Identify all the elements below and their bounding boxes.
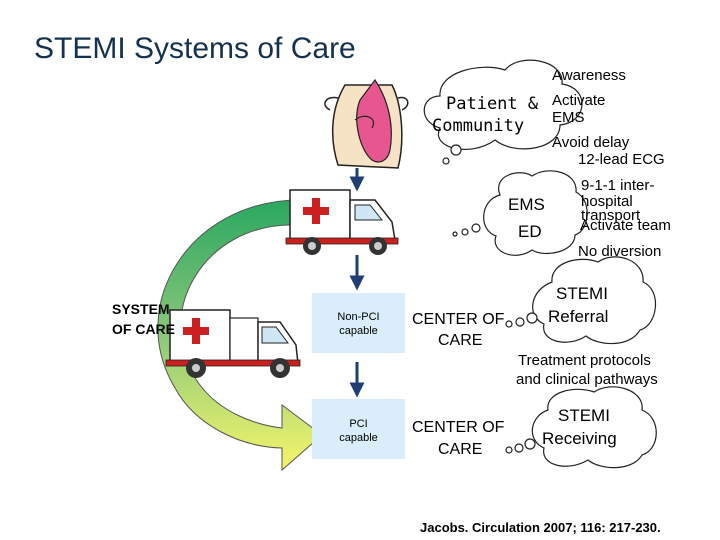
- awareness-label: Awareness: [552, 67, 626, 84]
- ems-label: EMS: [552, 109, 585, 126]
- capable-label: capable: [339, 432, 378, 445]
- activate-label: Activate: [552, 92, 606, 109]
- activate-team-label: Activate team: [580, 217, 671, 234]
- thought-bubble-patient: [423, 59, 583, 165]
- ed-node-label: ED: [518, 222, 542, 241]
- treatment-protocols-label: Treatment protocols: [518, 352, 651, 369]
- slide-title: STEMI Systems of Care: [34, 32, 356, 65]
- ambulance-icon: [165, 309, 301, 378]
- clinical-pathways-label: and clinical pathways: [516, 371, 658, 388]
- capable-label: capable: [339, 325, 378, 338]
- of-care-label: OF CARE: [112, 321, 175, 337]
- stemi-referral-label: STEMI: [556, 284, 608, 303]
- pci-box: PCI capable: [312, 399, 405, 459]
- care-label: CARE: [438, 441, 483, 458]
- thought-bubble-referral: [505, 256, 657, 345]
- patient-icon: [324, 78, 409, 169]
- cycle-arrow: [157, 199, 323, 472]
- receiving-label: Receiving: [542, 429, 617, 448]
- stemi-receiving-label: STEMI: [558, 406, 610, 425]
- pci-label: PCI: [349, 418, 368, 430]
- inter-label: 9-1-1 inter-: [581, 177, 655, 194]
- center-of-care-label: CENTER OF: [412, 311, 505, 328]
- system-label: SYSTEM: [112, 301, 170, 317]
- center-of-care-label: CENTER OF: [412, 419, 505, 436]
- referral-label: Referral: [548, 307, 609, 326]
- avoid-delay-label: Avoid delay: [552, 134, 630, 151]
- community-label: Community: [432, 116, 525, 136]
- thought-bubble-ems: [452, 170, 588, 256]
- care-label: CARE: [438, 332, 483, 349]
- non-pci-box: Non-PCI capable: [312, 293, 405, 353]
- thought-bubble-receiving: [505, 386, 657, 469]
- non-pci-label: Non-PCI: [337, 311, 380, 323]
- hospital-label: hospital: [581, 193, 633, 210]
- citation: Jacobs. Circulation 2007; 116: 217-230.: [420, 520, 661, 535]
- transport-label: transport: [581, 207, 641, 224]
- no-diversion-label: No diversion: [578, 243, 662, 260]
- ambulance-icon: [285, 189, 399, 255]
- patient-label: Patient &: [446, 94, 539, 114]
- ems-node-label: EMS: [508, 195, 545, 214]
- ecg-label: 12-lead ECG: [578, 151, 665, 168]
